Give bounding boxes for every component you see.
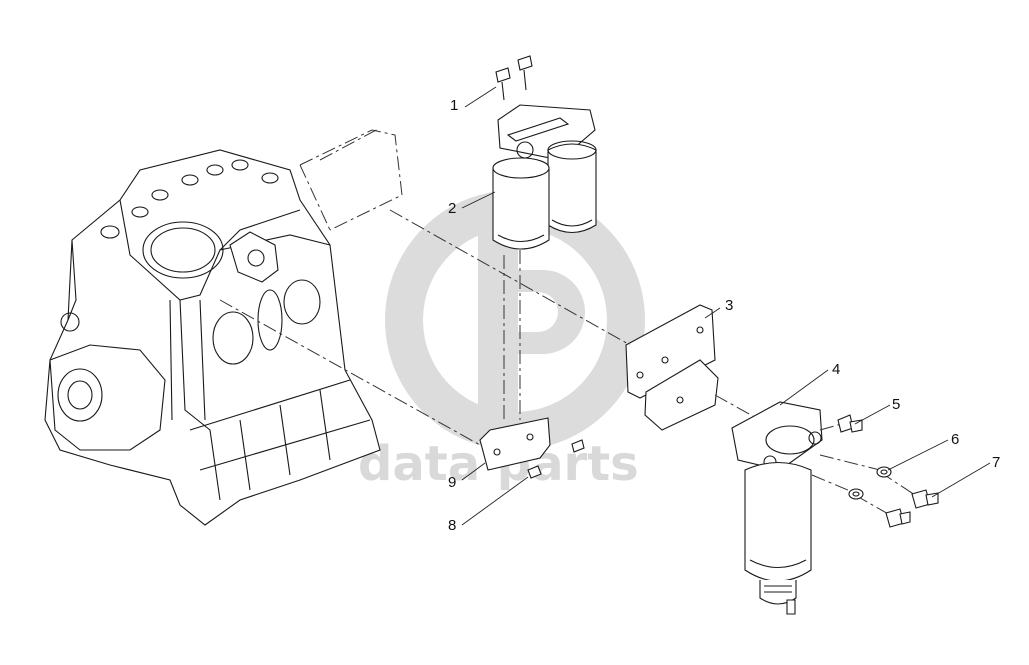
part-6-washers bbox=[848, 466, 892, 500]
axis-line-plate-to-filter bbox=[714, 394, 761, 421]
callout-6: 6 bbox=[951, 431, 959, 448]
intake-phantom bbox=[299, 127, 403, 231]
part-4-fuel-filter bbox=[731, 401, 823, 615]
callout-8: 8 bbox=[448, 517, 456, 534]
part-3-mounting-plate bbox=[625, 304, 719, 431]
part-5-bolt bbox=[837, 414, 863, 433]
part-2-filter-assembly bbox=[492, 104, 597, 250]
engine-block bbox=[44, 149, 381, 526]
callout-2: 2 bbox=[448, 200, 456, 217]
callout-3: 3 bbox=[725, 297, 733, 314]
part-7-bolts bbox=[885, 489, 939, 528]
axis-line-block-to-plate bbox=[389, 209, 631, 346]
part-1-bolts bbox=[495, 55, 533, 101]
axis-line-7b bbox=[854, 494, 891, 516]
part-8-bolt bbox=[527, 439, 585, 479]
callout-5: 5 bbox=[892, 396, 900, 413]
axis-line-6b bbox=[811, 474, 856, 494]
callout-4: 4 bbox=[832, 361, 840, 378]
axis-line-6 bbox=[819, 454, 881, 471]
callout-1: 1 bbox=[450, 97, 458, 114]
axis-line-5 bbox=[819, 422, 846, 431]
callout-9: 9 bbox=[448, 474, 456, 491]
callout-leaders bbox=[461, 86, 991, 526]
part-9-bracket bbox=[479, 417, 551, 471]
callout-7: 7 bbox=[992, 454, 1000, 471]
